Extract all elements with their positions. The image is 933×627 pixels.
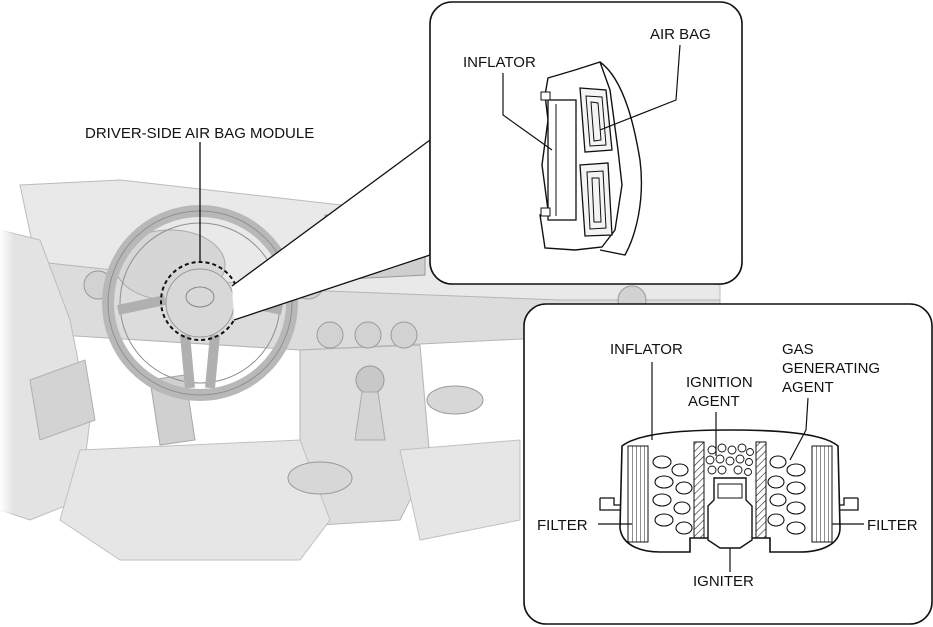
label-filter-left: FILTER [537,517,588,534]
label-gas-agent-1: GAS [782,341,814,358]
gas-agent-leader [789,397,809,461]
label-driver-side-module: DRIVER-SIDE AIR BAG MODULE [85,125,314,142]
gas-agent-pellets-left [652,455,693,535]
label-gas-agent-3: AGENT [782,379,834,396]
inflator-top-leader [502,73,553,151]
ignition-agent-granules [705,443,754,476]
label-ignition-agent-2: AGENT [688,393,740,410]
label-ignition-agent-1: IGNITION [686,374,753,391]
label-inflator-top: INFLATOR [463,54,536,71]
inflator-detail-panel [523,303,933,625]
label-igniter: IGNITER [693,573,754,590]
air-bag-leader [599,44,681,131]
label-air-bag: AIR BAG [650,26,711,43]
label-inflator-detail: INFLATOR [610,341,683,358]
module-detail-panel [429,1,743,285]
gas-agent-pellets-right [767,455,806,535]
label-gas-agent-2: GENERATING [782,360,880,377]
label-filter-right: FILTER [867,517,918,534]
